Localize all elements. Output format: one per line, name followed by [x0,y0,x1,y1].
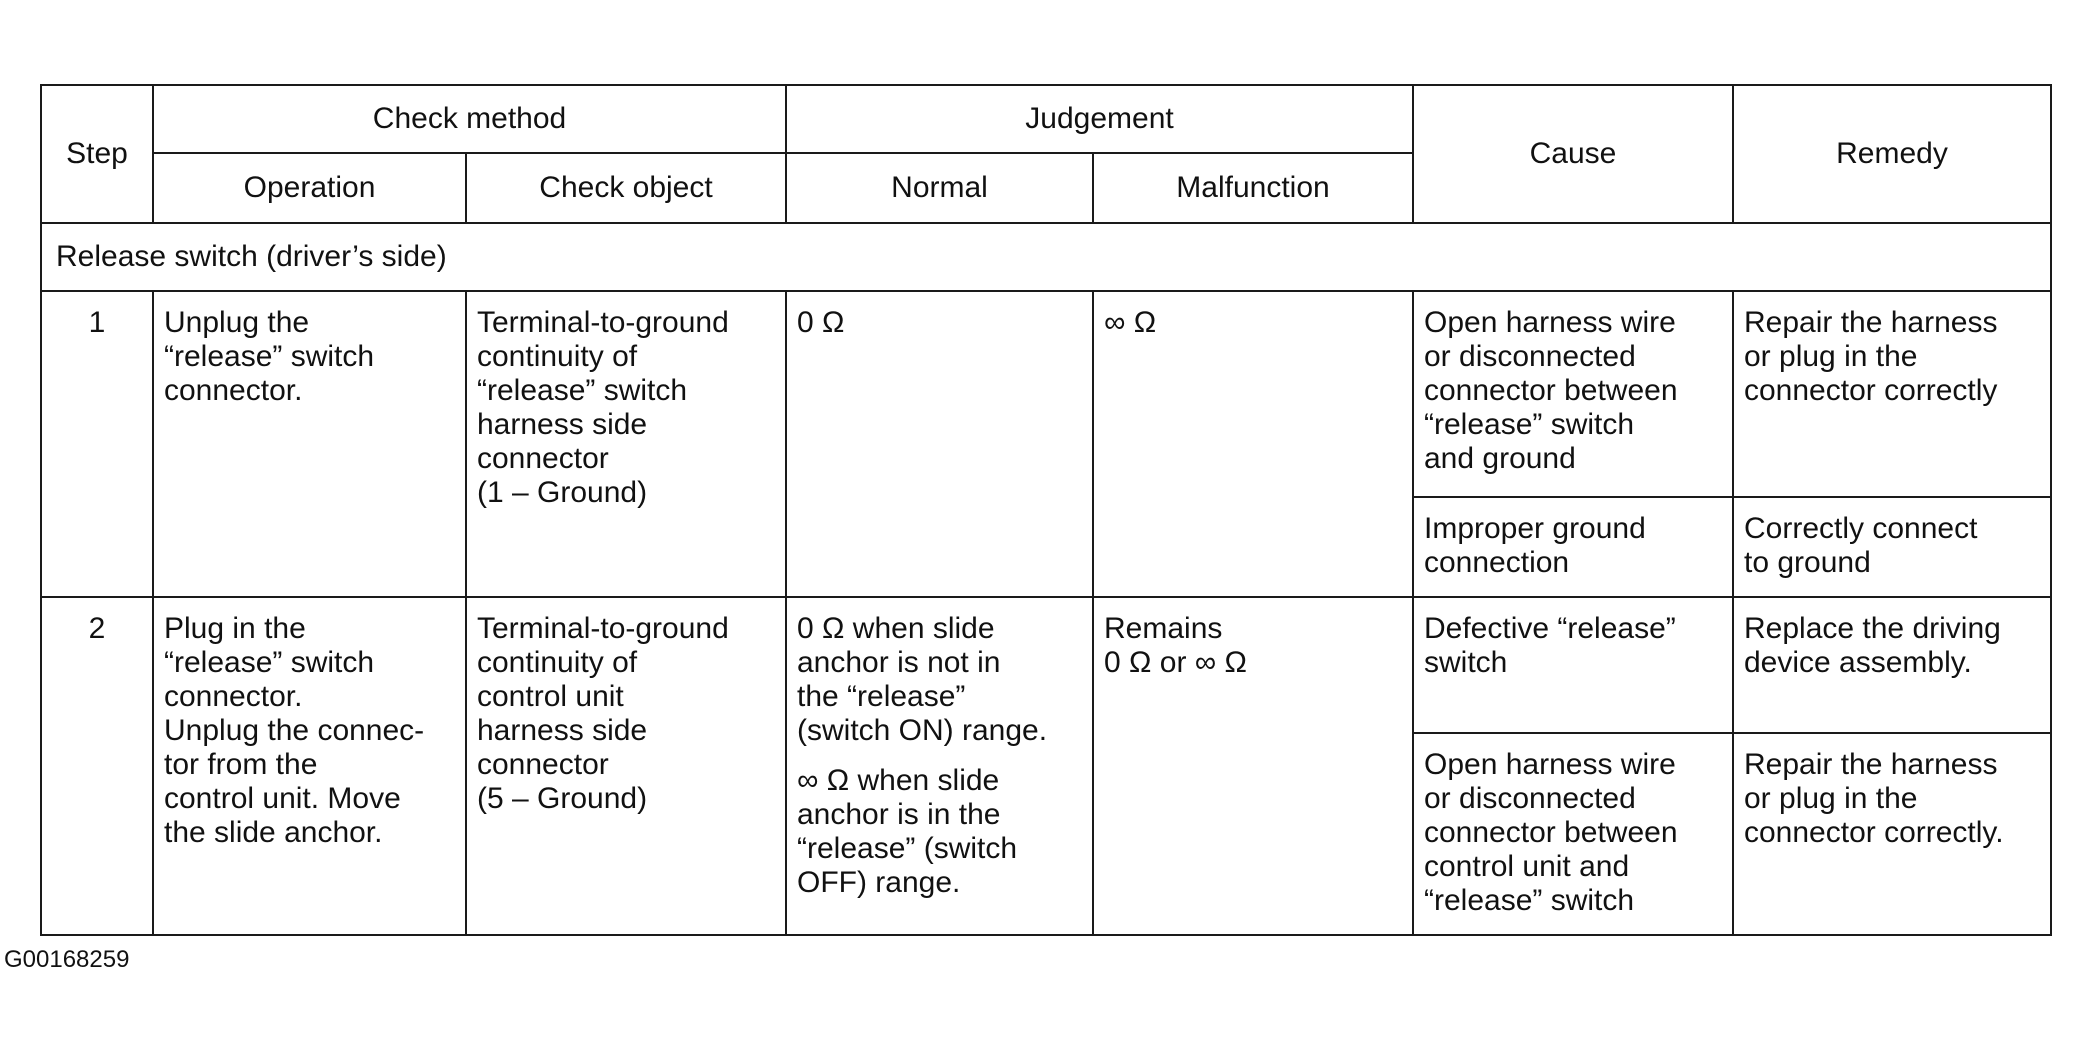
header-cause: Cause [1412,84,1734,224]
remedy-cell: Repair the harness or plug in the connec… [1732,732,2052,936]
paragraph-gap [797,748,1082,764]
step-number: 2 [40,596,154,936]
header-step: Step [40,84,154,224]
header-normal: Normal [785,152,1094,224]
normal-cell: 0 Ω when slide anchor is not in the “rel… [785,596,1094,936]
section-title: Release switch (driver’s side) [40,222,2052,292]
header-remedy: Remedy [1732,84,2052,224]
table-row: Improper ground connection Correctly con… [41,496,2052,598]
step-number: 1 [40,290,154,598]
troubleshooting-table: Step Check method Judgement Cause Remedy… [40,84,2052,936]
table-row: Open harness wire or disconnected connec… [41,732,2052,936]
malfunction-cell: ∞ Ω [1092,290,1414,598]
normal-condition-off: ∞ Ω when slide anchor is in the “release… [797,764,1018,899]
check-object-cell: Terminal-to-ground continuity of “releas… [465,290,787,598]
cause-cell: Improper ground connection [1412,496,1734,598]
check-object-cell: Terminal-to-ground continuity of control… [465,596,787,936]
table-row: 2 Plug in the “release” switch connector… [40,596,2052,936]
section-row: Release switch (driver’s side) [40,222,2052,292]
header-check-object: Check object [465,152,787,224]
operation-cell: Unplug the “release” switch connector. [152,290,467,598]
remedy-cell: Correctly connect to ground [1732,496,2052,598]
operation-cell: Plug in the “release” switch connector. … [152,596,467,936]
header-row-1: Step Check method Judgement Cause Remedy [40,84,2052,224]
cause-cell: Open harness wire or disconnected connec… [1412,290,1734,498]
cause-cell: Defective “release” switch [1412,596,1734,734]
cause-cell: Open harness wire or disconnected connec… [1412,732,1734,936]
troubleshooting-table-container: Step Check method Judgement Cause Remedy… [40,84,2052,936]
table-row: 1 Unplug the “release” switch connector.… [40,290,2052,598]
malfunction-cell: Remains 0 Ω or ∞ Ω [1092,596,1414,936]
header-check-method: Check method [152,84,787,154]
normal-condition-on: 0 Ω when slide anchor is not in the “rel… [797,612,1048,747]
header-row-2: Operation Check object Normal Malfunctio… [41,152,2051,224]
header-malfunction: Malfunction [1092,152,1414,224]
figure-id: G00168259 [4,946,130,973]
header-judgement: Judgement [785,84,1414,154]
normal-cell: 0 Ω [785,290,1094,598]
remedy-cell: Replace the driving device assembly. [1732,596,2052,734]
header-operation: Operation [152,152,467,224]
remedy-cell: Repair the harness or plug in the connec… [1732,290,2052,498]
